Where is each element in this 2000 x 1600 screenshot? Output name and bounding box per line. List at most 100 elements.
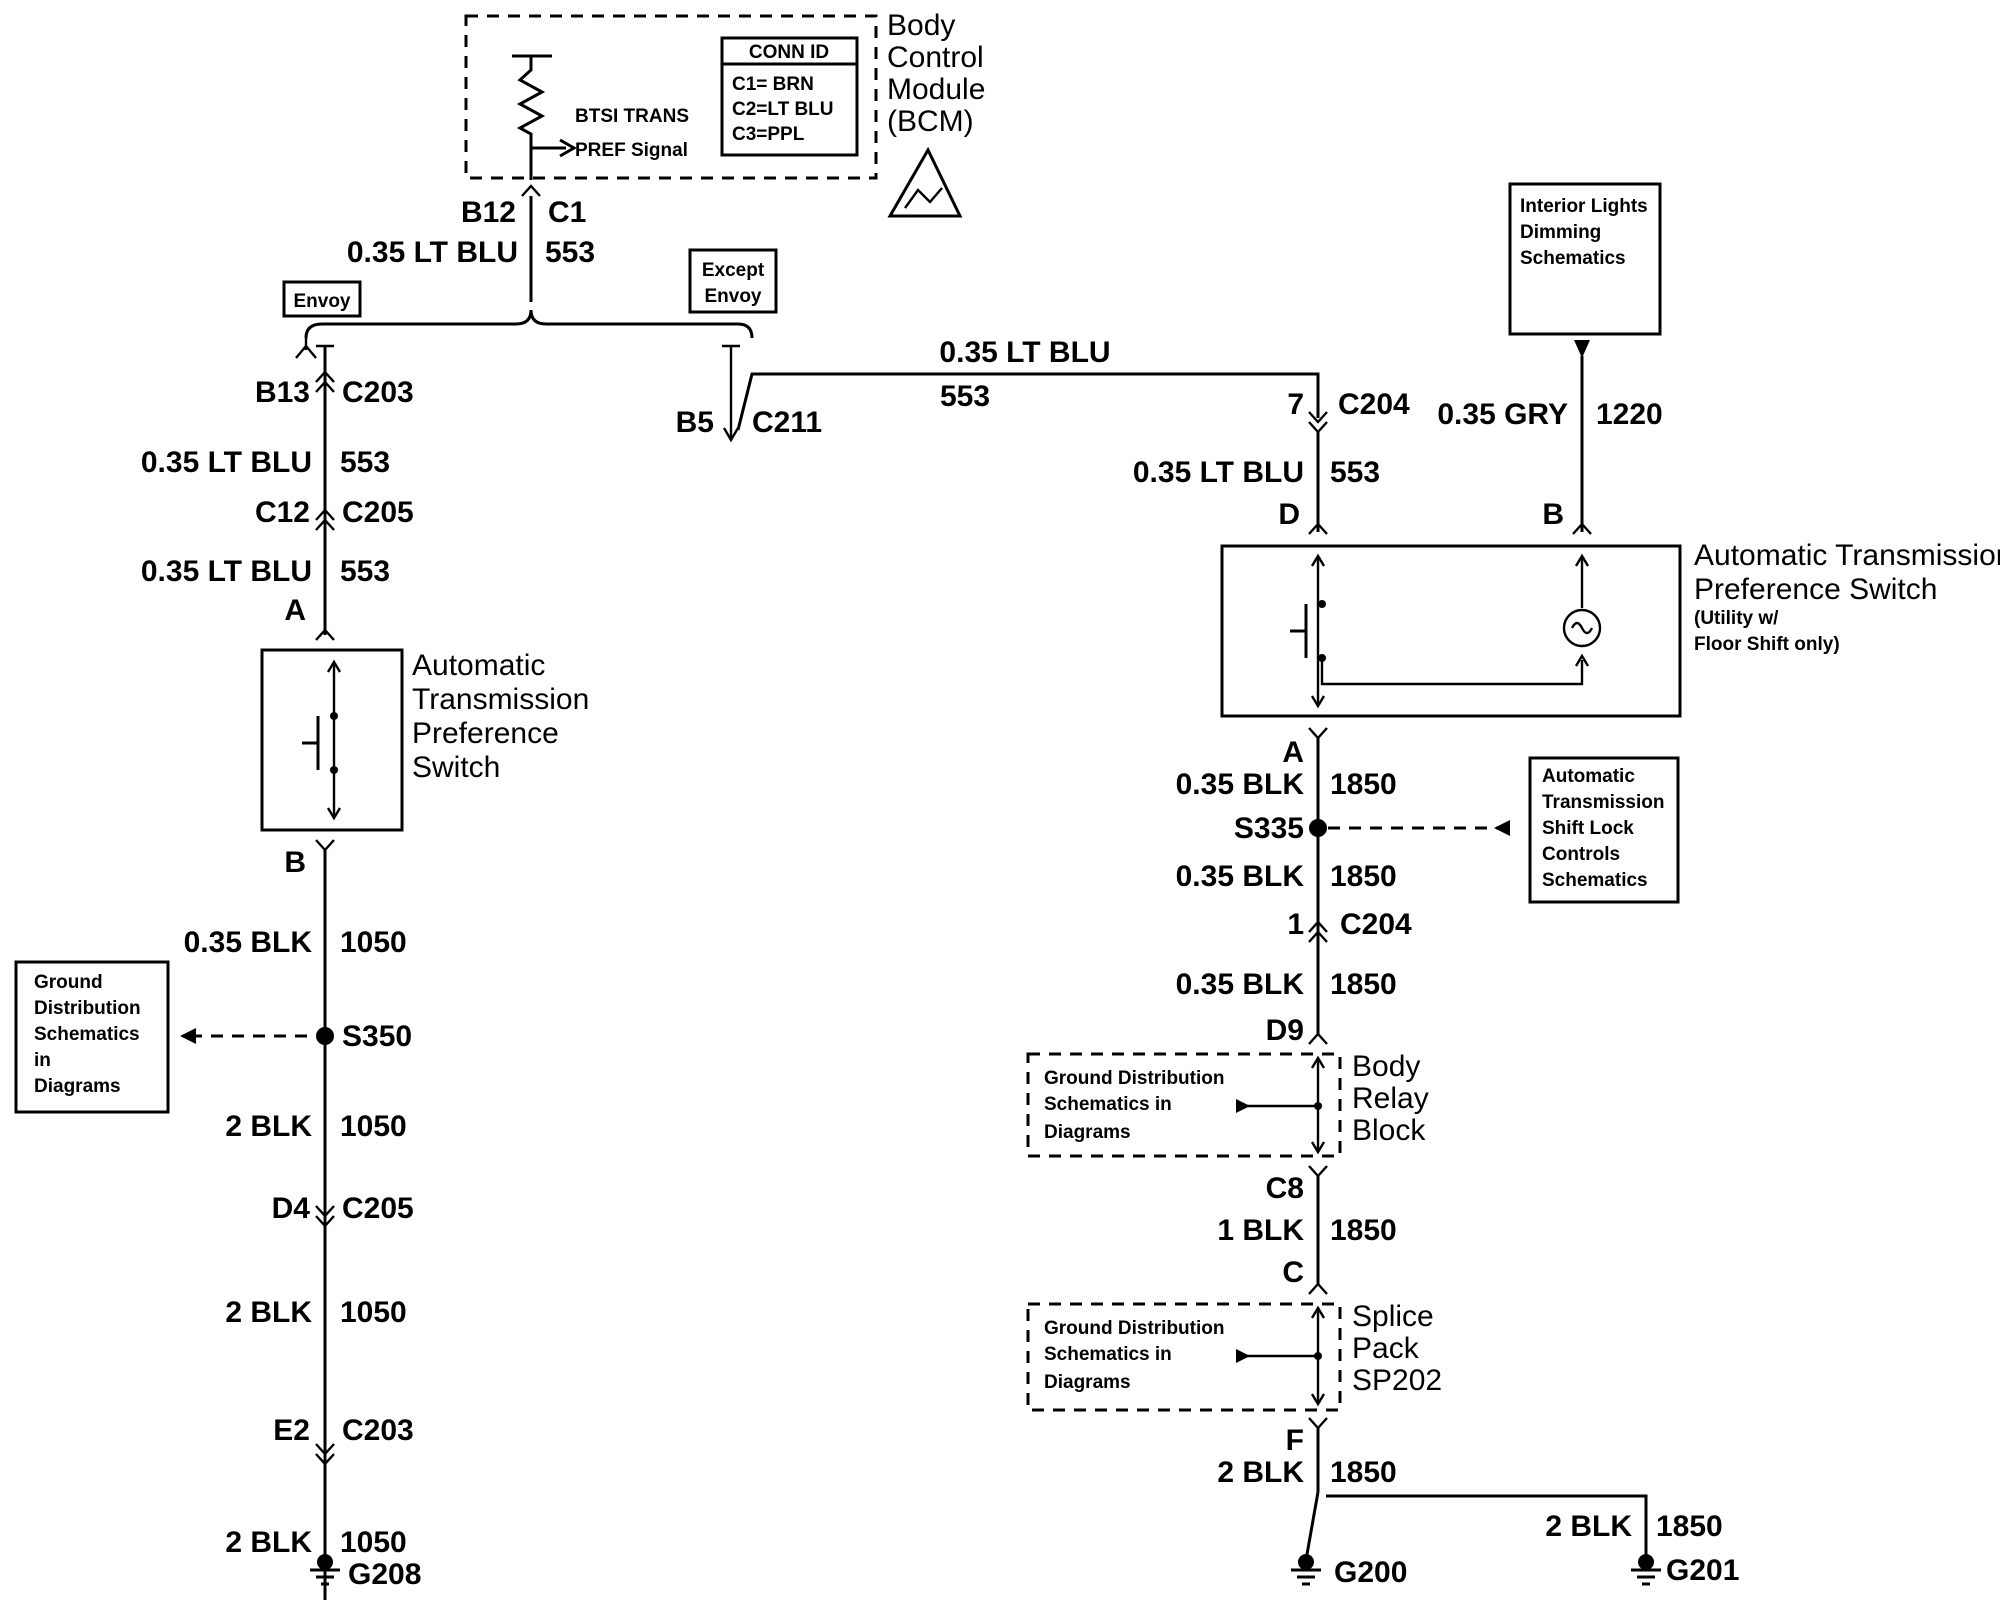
bcm-title-line1: Body bbox=[887, 9, 955, 42]
ref-arrow-icon bbox=[1236, 1349, 1250, 1363]
c204-connector-icon bbox=[1308, 411, 1328, 424]
wire-circuit: 1050 bbox=[340, 926, 407, 959]
wire-circuit: 1850 bbox=[1330, 968, 1397, 1001]
wire-circuit: 1050 bbox=[340, 1110, 407, 1143]
brb-line2: Relay bbox=[1352, 1082, 1429, 1115]
c205b-label: C205 bbox=[342, 1192, 414, 1225]
wire-circuit: 1220 bbox=[1596, 398, 1663, 431]
c205b-pin: D4 bbox=[272, 1192, 311, 1225]
c203b-label: C203 bbox=[342, 1414, 414, 1447]
conn-id-row-c3: C3=PPL bbox=[732, 124, 805, 145]
ground-g201-label: G201 bbox=[1666, 1554, 1739, 1587]
c1-connector-icon bbox=[521, 184, 541, 197]
left-branch: B13 C203 0.35 LT BLU 553 C12 C205 0.35 L… bbox=[14, 338, 589, 1600]
brb-line1: Body bbox=[1352, 1050, 1420, 1083]
right-preference-switch bbox=[1220, 544, 1682, 718]
wire-size: 0.35 GRY bbox=[1437, 398, 1568, 431]
body-relay-block bbox=[1026, 1052, 1342, 1158]
right-switch-title-line2: Preference Switch bbox=[1694, 573, 1937, 606]
c205b-connector-icon bbox=[315, 1205, 335, 1218]
c204-pin: 7 bbox=[1287, 388, 1304, 421]
wire-circuit: 553 bbox=[340, 446, 390, 479]
wire-circuit: 553 bbox=[545, 236, 595, 269]
s350-label: S350 bbox=[342, 1020, 412, 1053]
sp-line1: Splice bbox=[1352, 1300, 1434, 1333]
bcm-module: BTSI TRANS PREF Signal CONN ID C1= BRN C… bbox=[464, 9, 985, 218]
c211-label: C211 bbox=[752, 406, 822, 439]
ground-g208-label: G208 bbox=[348, 1558, 421, 1591]
brb-gnd-ref-line2: Schematics in bbox=[1044, 1094, 1172, 1115]
wire-circuit: 1850 bbox=[1330, 860, 1397, 893]
lamp-icon bbox=[1562, 608, 1602, 648]
ref-arrow-icon bbox=[1494, 820, 1510, 836]
ground-g201: G201 bbox=[1631, 1554, 1739, 1587]
wire-circuit: 1050 bbox=[340, 1296, 407, 1329]
brb-pin2: C8 bbox=[1266, 1172, 1304, 1205]
right-switch-title-line1: Automatic Transmission bbox=[1694, 539, 2000, 572]
gnd-ref-line3: Schematics bbox=[34, 1024, 140, 1045]
c203-pin: B13 bbox=[255, 376, 310, 409]
wire-size: 0.35 BLK bbox=[184, 926, 313, 959]
gnd-ref-line1: Ground bbox=[34, 972, 103, 993]
option-except-envoy-line1: Except bbox=[702, 260, 765, 281]
shift-ref-line5: Schematics bbox=[1542, 870, 1648, 891]
c211-connector-icon bbox=[722, 427, 740, 443]
c204b-connector-icon bbox=[1308, 920, 1328, 933]
shift-ref-line3: Shift Lock bbox=[1542, 818, 1634, 839]
wire-size: 0.35 LT BLU bbox=[141, 555, 312, 588]
sp-line2: Pack bbox=[1352, 1332, 1420, 1365]
brb-line3: Block bbox=[1352, 1114, 1426, 1147]
bcm-pin: B12 bbox=[461, 196, 516, 229]
shift-ref-line1: Automatic bbox=[1542, 766, 1635, 787]
conn-id-box bbox=[720, 36, 859, 157]
left-switch-line3: Preference bbox=[412, 717, 559, 750]
option-except-envoy-line2: Envoy bbox=[704, 286, 761, 307]
gnd-ref-line5: Diagrams bbox=[34, 1076, 121, 1097]
sp-gnd-ref-line1: Ground Distribution bbox=[1044, 1318, 1224, 1339]
interior-ref-line1: Interior Lights bbox=[1520, 196, 1648, 217]
ground-icon bbox=[1291, 1568, 1321, 1586]
ref-arrow-icon bbox=[1574, 340, 1590, 358]
right-switch-note-line2: Floor Shift only) bbox=[1694, 634, 1840, 655]
conn-id-row-c1: C1= BRN bbox=[732, 74, 814, 95]
sp-line3: SP202 bbox=[1352, 1364, 1442, 1397]
wire-circuit: 1850 bbox=[1656, 1510, 1723, 1543]
shift-ref-line2: Transmission bbox=[1542, 792, 1665, 813]
left-preference-switch bbox=[260, 648, 404, 832]
bcm-signal-line1: BTSI TRANS bbox=[575, 106, 689, 127]
shift-ref-line4: Controls bbox=[1542, 844, 1620, 865]
c203b-pin: E2 bbox=[273, 1414, 310, 1447]
interior-lights-ref-box[interactable] bbox=[1508, 182, 1662, 336]
c205-label: C205 bbox=[342, 496, 414, 529]
wire-size: 2 BLK bbox=[225, 1110, 312, 1143]
wire-size: 2 BLK bbox=[1545, 1510, 1632, 1543]
wire-size: 2 BLK bbox=[1217, 1456, 1304, 1489]
wire-size: 0.35 BLK bbox=[1176, 968, 1305, 1001]
wire-size: 0.35 LT BLU bbox=[1133, 456, 1304, 489]
right-switch-pin-d: D bbox=[1278, 498, 1300, 531]
wire-circuit: 553 bbox=[940, 380, 990, 413]
wire-circuit: 1850 bbox=[1330, 768, 1397, 801]
bcm-title-line2: Control bbox=[887, 41, 984, 74]
wire-size: 0.35 BLK bbox=[1176, 860, 1305, 893]
wire-circuit: 1850 bbox=[1330, 1214, 1397, 1247]
wire-size: 0.35 BLK bbox=[1176, 768, 1305, 801]
right-branch: 7 C204 0.35 LT BLU 553 D Interior Lights… bbox=[1026, 182, 2000, 1561]
right-switch-pin-b: B bbox=[1542, 498, 1564, 531]
ground-g200-label: G200 bbox=[1334, 1556, 1407, 1589]
left-ground-ref-box[interactable] bbox=[14, 960, 170, 1114]
interior-ref-line3: Schematics bbox=[1520, 248, 1626, 269]
s335-splice-dot bbox=[1309, 819, 1327, 837]
wire-size: 2 BLK bbox=[225, 1296, 312, 1329]
shift-lock-ref-box[interactable] bbox=[1528, 756, 1680, 904]
c204b-label: C204 bbox=[1340, 908, 1412, 941]
bcm-boundary bbox=[464, 14, 878, 180]
brb-pin: D9 bbox=[1266, 1014, 1304, 1047]
c203b-connector-icon bbox=[315, 1443, 335, 1456]
bcm-title-line4: (BCM) bbox=[887, 105, 974, 138]
option-envoy-box bbox=[282, 280, 362, 318]
s350-splice-dot bbox=[316, 1027, 334, 1045]
ground-g208: G208 bbox=[310, 1554, 421, 1591]
pullup-resistor-icon bbox=[512, 54, 552, 148]
